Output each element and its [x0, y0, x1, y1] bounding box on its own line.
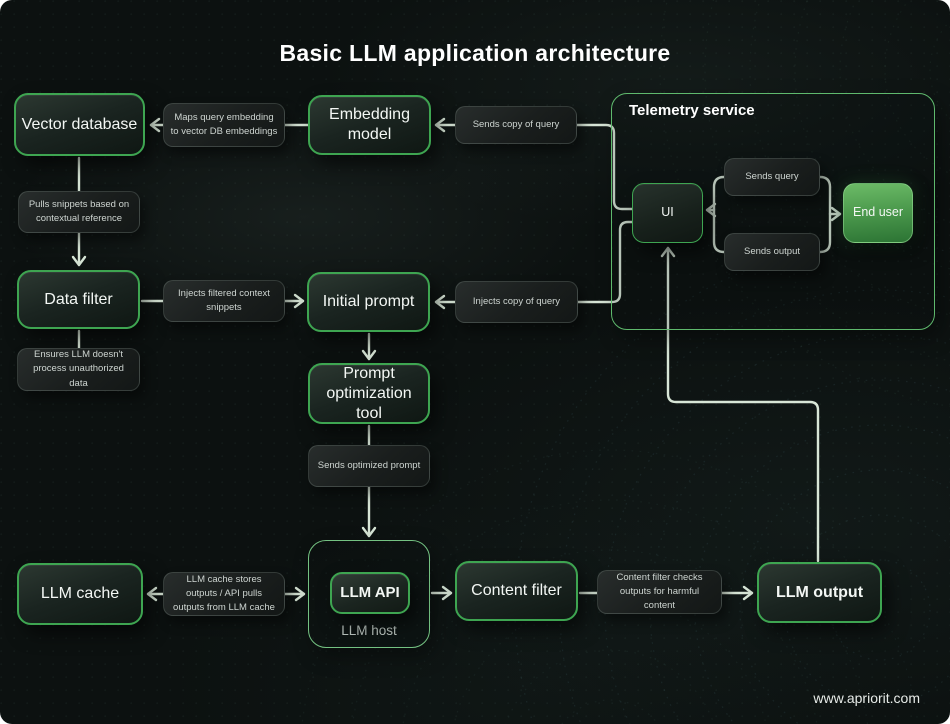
node-content-filter: Content filter [455, 561, 578, 621]
edge-label-pulls-snippets: Pulls snippets based on contextual refer… [18, 191, 140, 233]
node-llm-cache: LLM cache [17, 563, 143, 625]
edge-label-injects-filtered-context: Injects filtered context snippets [163, 280, 285, 322]
edge-label-sends-output: Sends output [724, 233, 820, 271]
page-title: Basic LLM application architecture [279, 40, 671, 66]
edge-label-injects-copy-of-query: Injects copy of query [455, 281, 578, 323]
edge-label-ensures-no-unauthorized: Ensures LLM doesn't process unauthorized… [17, 348, 140, 391]
edge-label-sends-optimized-prompt: Sends optimized prompt [308, 445, 430, 487]
node-vector-database: Vector database [14, 93, 145, 156]
edge-ui-to-initial-prompt [434, 220, 635, 310]
node-ui: UI [632, 183, 703, 243]
node-llm-output: LLM output [757, 562, 882, 623]
node-llm-api: LLM API [330, 572, 410, 614]
node-embedding-model: Embedding model [308, 95, 431, 155]
edge-ui-to-embedding [434, 117, 635, 211]
edge-llm-output-to-ui [660, 246, 820, 563]
node-end-user: End user [843, 183, 913, 243]
website-url: www.apriorit.com [813, 690, 920, 706]
node-initial-prompt: Initial prompt [307, 272, 430, 332]
ripple-group-topright [659, 0, 950, 407]
edge-label-maps-query-embedding: Maps query embedding to vector DB embedd… [163, 103, 285, 147]
edge-label-sends-query: Sends query [724, 158, 820, 196]
node-data-filter: Data filter [17, 270, 140, 329]
edge-label-llm-cache-stores: LLM cache stores outputs / API pulls out… [163, 572, 285, 616]
llm-host-label: LLM host [341, 623, 397, 638]
node-prompt-optimization-tool: Prompt optimization tool [308, 363, 430, 424]
edge-label-content-filter-checks: Content filter checks outputs for harmfu… [597, 570, 722, 614]
edge-label-sends-copy-of-query: Sends copy of query [455, 106, 577, 144]
telemetry-service-title: Telemetry service [629, 102, 755, 119]
